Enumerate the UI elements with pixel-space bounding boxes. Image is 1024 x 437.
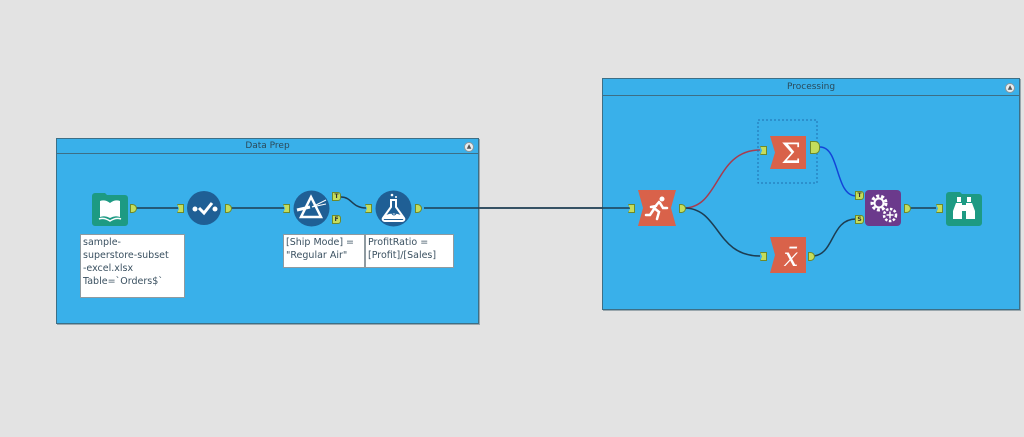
selection-box (757, 119, 818, 184)
tool-annotation: sample- superstore-subset -excel.xlsx Ta… (80, 234, 185, 298)
sigma-icon: Σ (770, 136, 806, 170)
xbar-icon: x̄ (770, 237, 806, 273)
output-anchor[interactable] (808, 252, 815, 261)
flask-icon (375, 190, 412, 227)
container-header[interactable]: Processing ▲ (603, 79, 1019, 96)
collapse-button[interactable]: ▲ (1005, 83, 1015, 93)
tool-browse[interactable] (946, 190, 982, 226)
output-anchor[interactable] (225, 204, 232, 213)
tool-formula[interactable] (375, 190, 412, 227)
container-title: Data Prep (245, 141, 290, 151)
tool-macro[interactable] (865, 190, 901, 226)
output-anchor[interactable] (679, 204, 686, 213)
container-title: Processing (786, 82, 836, 92)
output-anchor[interactable] (810, 141, 820, 154)
sigma-glyph: Σ (781, 137, 801, 169)
output-anchor[interactable] (130, 204, 137, 213)
tool-average[interactable]: x̄ (770, 237, 806, 273)
checkmark-icon (187, 191, 221, 225)
tool-filter[interactable] (293, 190, 330, 227)
tool-annotation: [Ship Mode] = "Regular Air" (283, 234, 365, 268)
output-anchor[interactable] (904, 204, 911, 213)
output-anchor[interactable] (415, 204, 422, 213)
tool-sample[interactable] (638, 190, 676, 226)
xbar-glyph: x̄ (784, 243, 799, 273)
gears-icon (865, 190, 901, 226)
tool-select[interactable] (186, 190, 222, 226)
chevron-up-icon: ▲ (1007, 84, 1013, 91)
true-output-anchor[interactable]: T (332, 192, 341, 201)
prism-icon (293, 190, 330, 227)
macro-input-anchor-t[interactable]: T (855, 191, 864, 200)
container-header[interactable]: Data Prep ▲ (57, 139, 478, 154)
false-output-anchor[interactable]: F (332, 215, 341, 224)
macro-input-anchor-s[interactable]: S (855, 215, 864, 224)
binoculars-icon (946, 192, 982, 226)
tool-summarize[interactable]: Σ (770, 136, 806, 170)
collapse-button[interactable]: ▲ (464, 142, 474, 152)
runner-icon (638, 190, 676, 226)
chevron-up-icon: ▲ (466, 143, 472, 150)
book-icon (92, 193, 128, 226)
tool-input-data[interactable] (92, 190, 128, 226)
tool-annotation: ProfitRatio = [Profit]/[Sales] (365, 234, 454, 268)
